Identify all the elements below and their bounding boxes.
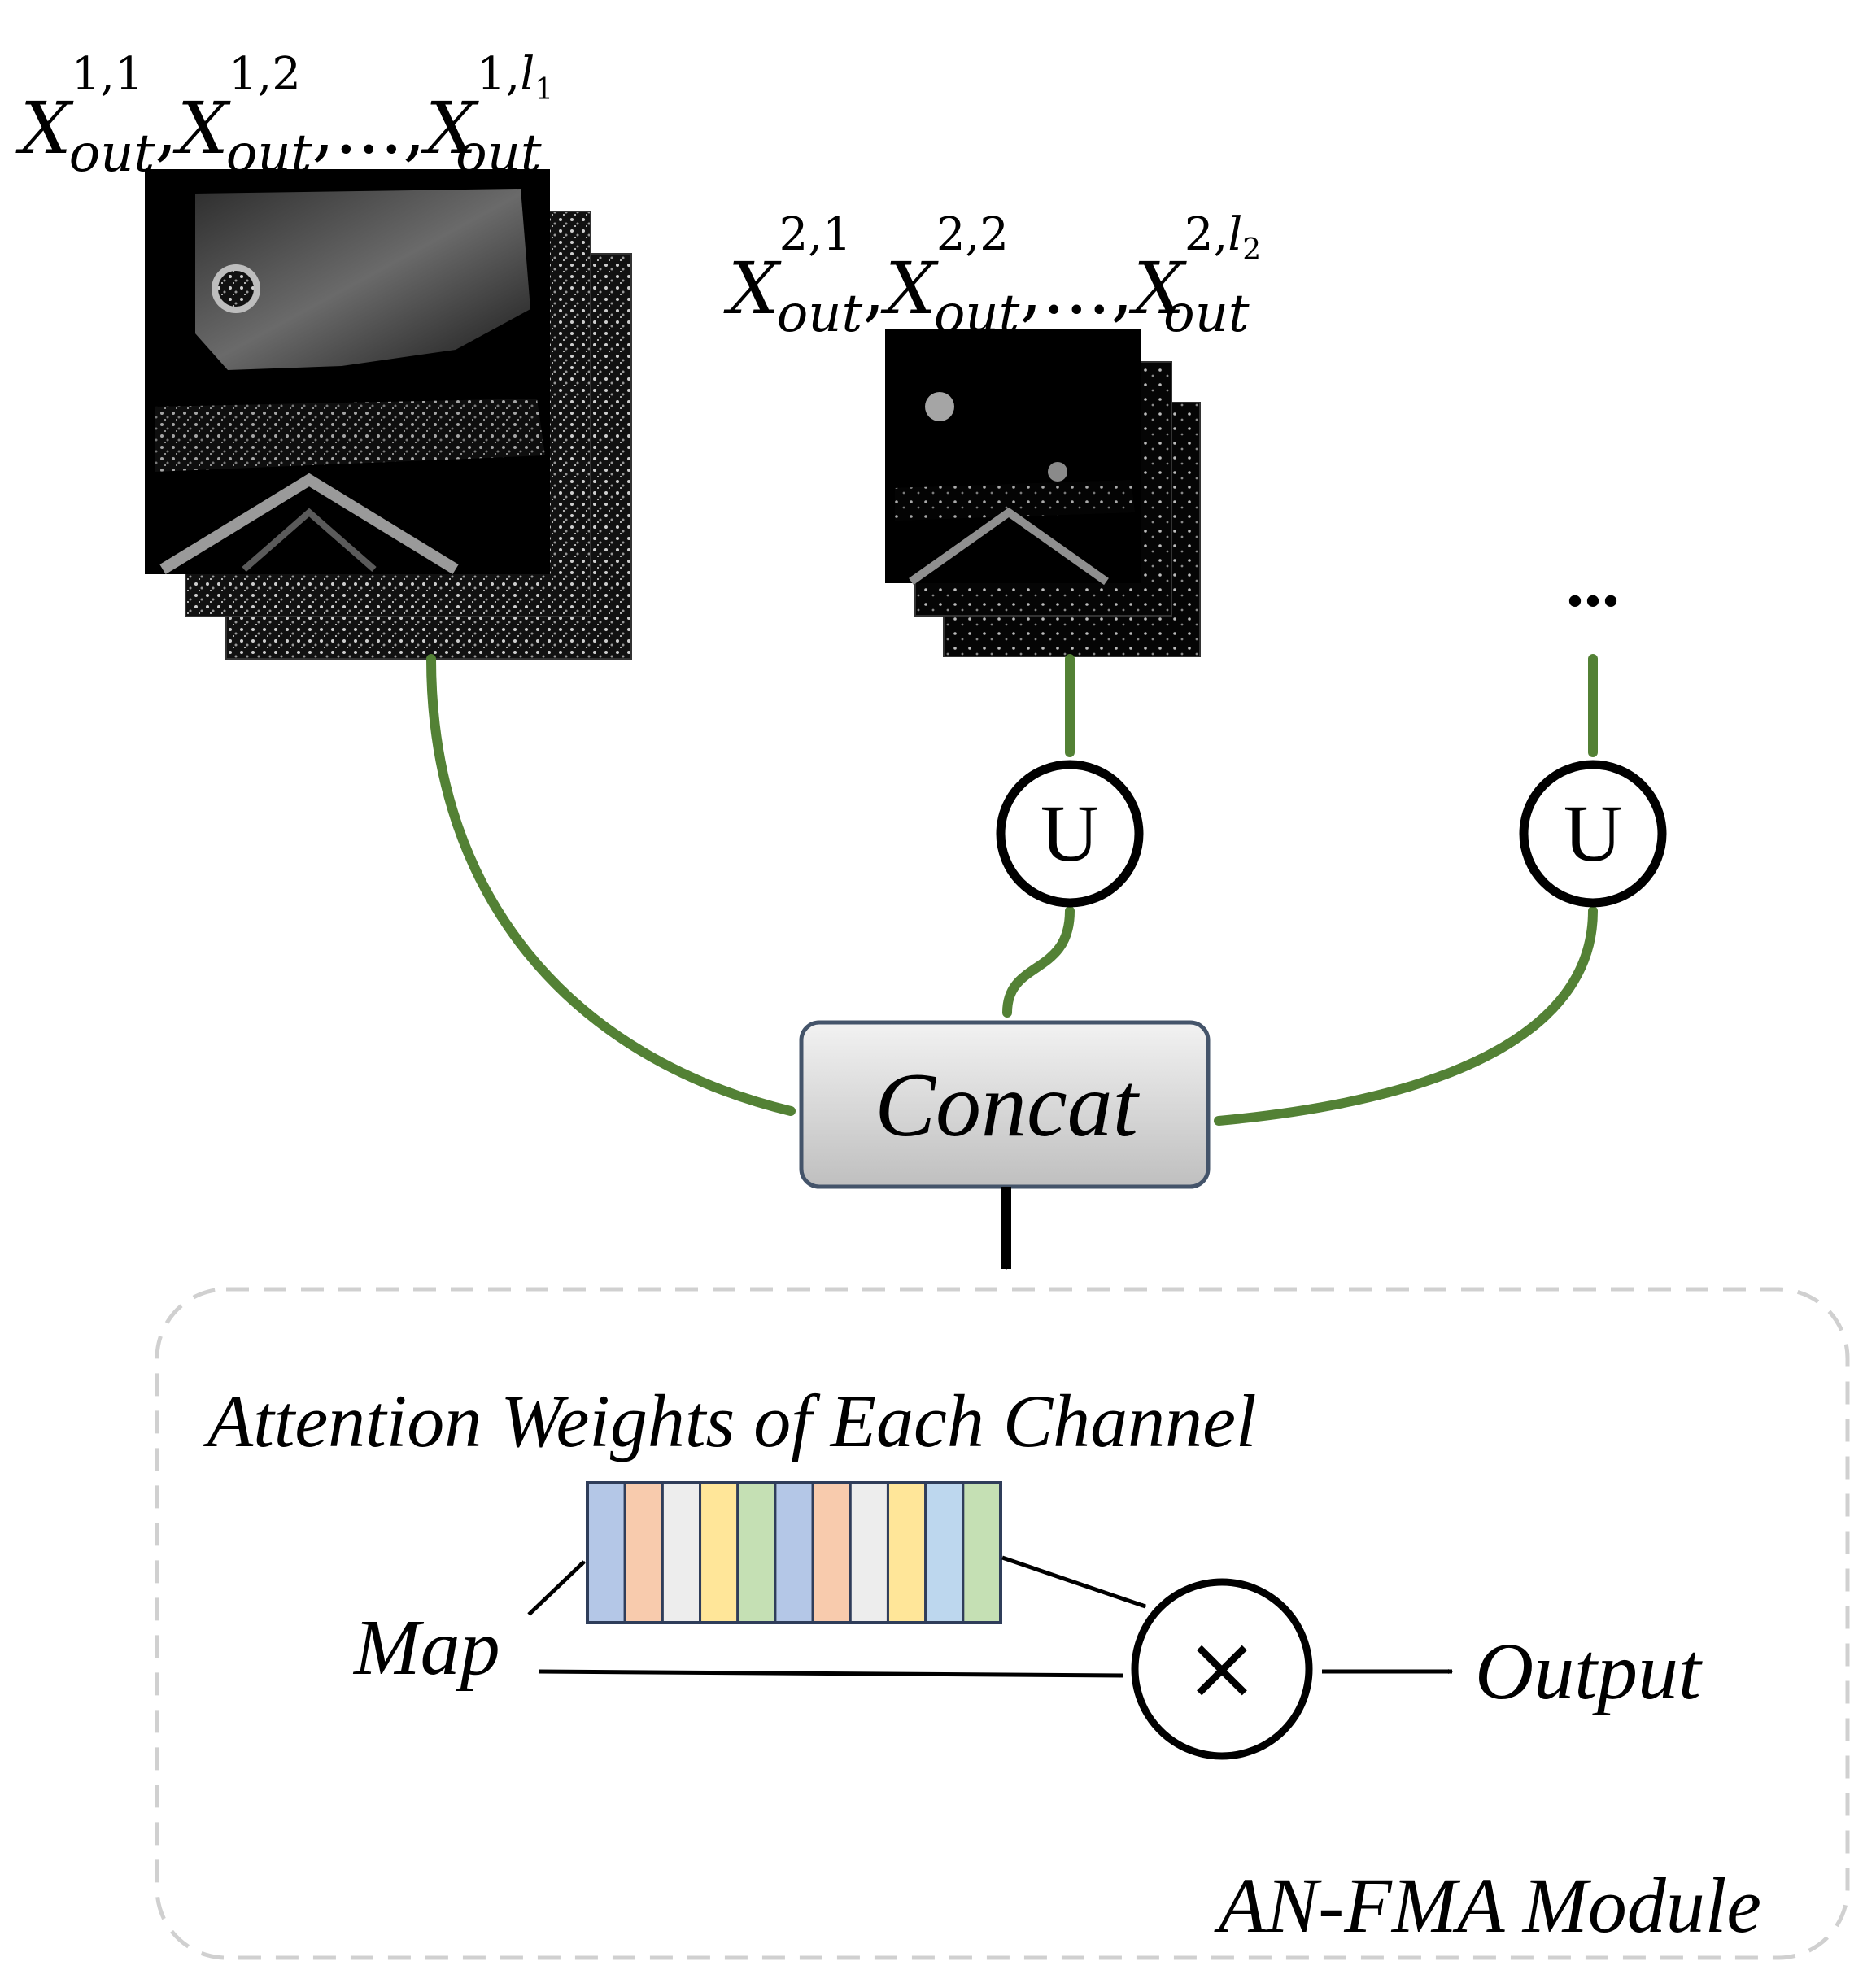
attention-weight-bar bbox=[924, 1481, 965, 1624]
attention-weight-bar bbox=[736, 1481, 777, 1624]
circle-u-icon: U bbox=[1519, 760, 1667, 908]
attention-weight-bar bbox=[962, 1481, 1002, 1624]
attention-weight-bar bbox=[774, 1481, 814, 1624]
group1-item3-sup-main: 1, bbox=[477, 48, 520, 101]
group1-item3-base: X bbox=[421, 86, 479, 170]
attention-weight-frame bbox=[586, 1481, 1002, 1624]
circle-u-icon: U bbox=[996, 760, 1144, 908]
arrow-u1-to-concat bbox=[1002, 906, 1075, 1018]
arrow-u2-to-concat bbox=[1214, 906, 1598, 1126]
attention-weight-bar bbox=[849, 1481, 889, 1624]
feature-map-front bbox=[145, 169, 550, 574]
group1-item2-base: X bbox=[172, 86, 231, 170]
attention-weight-bars bbox=[586, 1481, 1002, 1624]
group2-item3-sup-idx: 2 bbox=[1242, 233, 1261, 267]
circle-times-icon: × bbox=[1131, 1578, 1313, 1760]
group2-item1-base: X bbox=[723, 246, 782, 330]
attention-weight-bar bbox=[886, 1481, 927, 1624]
group1-item2-sep: ,..., bbox=[312, 86, 425, 170]
group1-item1-sup: 1,1 bbox=[72, 48, 144, 101]
upsample-node-2-label: U bbox=[1564, 788, 1622, 878]
group1-item1-base: X bbox=[15, 86, 74, 170]
group1-item3-sup-idx: 1 bbox=[534, 73, 553, 107]
concat-label: Concat bbox=[875, 1055, 1140, 1156]
ellipsis: ... bbox=[1566, 543, 1620, 622]
output-label: Output bbox=[1475, 1626, 1703, 1716]
module-boundary bbox=[155, 1287, 1850, 1960]
feature-map-stack-icon bbox=[885, 329, 1201, 657]
attention-weight-bar bbox=[811, 1481, 852, 1624]
group2-item1-sup: 2,1 bbox=[779, 208, 852, 261]
group1-item1-sep: , bbox=[155, 86, 177, 170]
green-arrows bbox=[426, 654, 1598, 1126]
group2-item2-sep: ,..., bbox=[1019, 246, 1133, 330]
feature-map-front bbox=[885, 329, 1141, 586]
group1-item1-sub: out bbox=[69, 124, 155, 184]
attention-weight-bar bbox=[623, 1481, 664, 1624]
upsample-node-1 bbox=[996, 760, 1144, 908]
upsample-node-1-label: U bbox=[1041, 788, 1099, 878]
concat-block: Concat bbox=[799, 1020, 1211, 1189]
group2-item3-base: X bbox=[1128, 246, 1187, 330]
arrow-group1-to-concat bbox=[426, 654, 796, 1116]
upsample-node-2 bbox=[1519, 760, 1667, 908]
attention-weight-bar bbox=[661, 1481, 702, 1624]
map-label: Map bbox=[352, 1604, 500, 1692]
multiply-symbol: × bbox=[1184, 1615, 1259, 1719]
arrow-map-to-multiply bbox=[538, 1669, 1124, 1678]
arrow-weights-to-multiply bbox=[1001, 1555, 1147, 1609]
group2-item1-sub: out bbox=[777, 284, 863, 344]
group1-item3-sup-var: l bbox=[520, 48, 534, 101]
group2-item2-base: X bbox=[880, 246, 939, 330]
group2-item3-sub: out bbox=[1163, 284, 1250, 344]
feature-map-stack-icon bbox=[145, 169, 632, 660]
attention-title: Attention Weights of Each Channel bbox=[203, 1379, 1257, 1462]
group2-item2-sup: 2,2 bbox=[936, 208, 1009, 261]
attention-weight-bar bbox=[586, 1481, 626, 1624]
group2-item3-sup-main: 2, bbox=[1184, 208, 1228, 261]
group1-item2-sup: 1,2 bbox=[229, 48, 301, 101]
group2-item3-sup-var: l bbox=[1228, 208, 1242, 261]
multiply-node bbox=[1131, 1578, 1313, 1760]
arrow-map-to-weights bbox=[527, 1560, 586, 1616]
module-name: AN-FMA Module bbox=[1214, 1862, 1761, 1949]
group2-item1-sep: , bbox=[862, 246, 885, 330]
attention-weight-bar bbox=[699, 1481, 739, 1624]
